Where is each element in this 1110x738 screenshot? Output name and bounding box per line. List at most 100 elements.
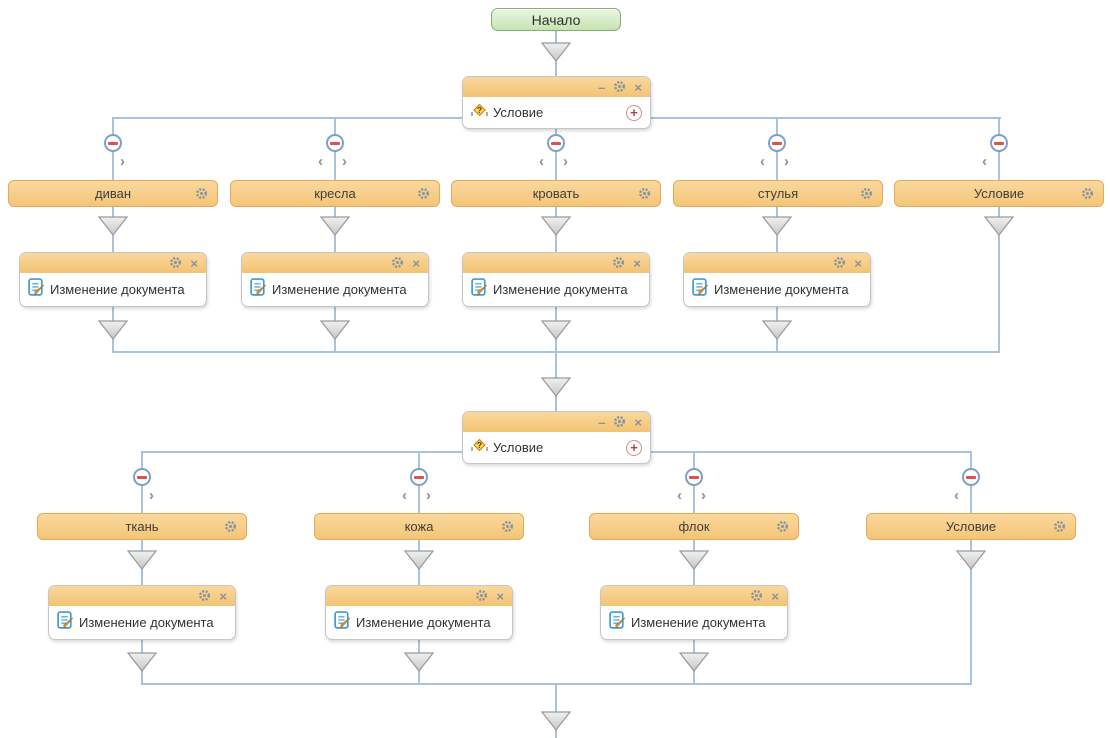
start-label: Начало [531, 11, 581, 28]
gear-icon[interactable] [1081, 187, 1094, 203]
gear-icon[interactable] [475, 589, 488, 604]
collapse-minus-icon[interactable] [768, 134, 786, 152]
condition-block-2-header: – × [463, 412, 650, 432]
arrow-down-connector [762, 216, 792, 236]
branch-label: флок [678, 519, 710, 534]
gear-icon[interactable] [417, 187, 430, 203]
branch-bar[interactable]: кресла [230, 180, 440, 207]
collapse-minus-icon[interactable] [685, 468, 703, 486]
chevron-left-icon[interactable]: ‹ [402, 487, 407, 504]
condition-block-1[interactable]: – × ? Условие + [462, 76, 651, 129]
chevron-left-icon[interactable]: ‹ [539, 153, 544, 170]
gear-icon[interactable] [776, 520, 789, 536]
collapse-minus-icon[interactable] [547, 134, 565, 152]
action-block-header: × [20, 253, 206, 273]
connector-line [112, 117, 462, 119]
gear-icon[interactable] [613, 80, 626, 95]
gear-icon[interactable] [833, 256, 846, 271]
close-icon[interactable]: × [854, 255, 862, 271]
chevron-right-icon[interactable]: › [784, 153, 789, 170]
condition-label: Условие [493, 105, 544, 120]
gear-icon[interactable] [501, 520, 514, 536]
action-block[interactable]: × Изменение документа [600, 585, 788, 640]
branch-bar[interactable]: Условие [866, 513, 1076, 540]
action-block[interactable]: × Изменение документа [325, 585, 513, 640]
connector-line [651, 117, 1001, 119]
minimize-icon[interactable]: – [598, 414, 606, 430]
gear-icon[interactable] [860, 187, 873, 203]
action-block[interactable]: × Изменение документа [19, 252, 207, 307]
branch-bar[interactable]: ткань [37, 513, 247, 540]
chevron-left-icon[interactable]: ‹ [982, 153, 987, 170]
chevron-right-icon[interactable]: › [701, 487, 706, 504]
close-icon[interactable]: × [633, 255, 641, 271]
close-icon[interactable]: × [496, 588, 504, 604]
document-edit-icon [609, 610, 626, 635]
action-block[interactable]: × Изменение документа [241, 252, 429, 307]
arrow-down-connector [541, 320, 571, 340]
action-label: Изменение документа [493, 282, 628, 297]
branch-label: диван [94, 186, 132, 201]
collapse-minus-icon[interactable] [990, 134, 1008, 152]
branch-label: ткань [125, 519, 159, 534]
document-edit-icon [334, 610, 351, 635]
condition-question-icon: ? [471, 102, 488, 123]
action-block-header: × [49, 586, 235, 606]
gear-icon[interactable] [750, 589, 763, 604]
gear-icon[interactable] [195, 187, 208, 203]
arrow-down-connector [679, 550, 709, 570]
gear-icon[interactable] [169, 256, 182, 271]
chevron-right-icon[interactable]: › [426, 487, 431, 504]
branch-bar[interactable]: флок [589, 513, 799, 540]
arrow-down-connector [541, 42, 571, 62]
gear-icon[interactable] [391, 256, 404, 271]
gear-icon[interactable] [638, 187, 651, 203]
gear-icon[interactable] [224, 520, 237, 536]
close-icon[interactable]: × [634, 414, 642, 430]
document-edit-icon [692, 277, 709, 302]
action-block[interactable]: × Изменение документа [462, 252, 650, 307]
condition-block-2[interactable]: – × ? Условие + [462, 411, 651, 464]
branch-label: кожа [404, 519, 434, 534]
close-icon[interactable]: × [190, 255, 198, 271]
branch-label: кровать [532, 186, 580, 201]
add-branch-button[interactable]: + [626, 439, 642, 456]
close-icon[interactable]: × [412, 255, 420, 271]
branch-bar[interactable]: диван [8, 180, 218, 207]
action-block[interactable]: × Изменение документа [48, 585, 236, 640]
branch-bar[interactable]: Условие [894, 180, 1104, 207]
collapse-minus-icon[interactable] [133, 468, 151, 486]
branch-bar[interactable]: кровать [451, 180, 661, 207]
connector-line [555, 683, 557, 738]
chevron-right-icon[interactable]: › [149, 487, 154, 504]
start-node[interactable]: Начало [491, 8, 621, 31]
minimize-icon[interactable]: – [598, 79, 606, 95]
branch-bar[interactable]: кожа [314, 513, 524, 540]
chevron-left-icon[interactable]: ‹ [954, 487, 959, 504]
collapse-minus-icon[interactable] [326, 134, 344, 152]
action-block[interactable]: × Изменение документа [683, 252, 871, 307]
collapse-minus-icon[interactable] [410, 468, 428, 486]
arrow-down-connector [320, 216, 350, 236]
connector-line [651, 451, 971, 453]
arrow-down-connector [541, 377, 571, 397]
chevron-right-icon[interactable]: › [120, 153, 125, 170]
gear-icon[interactable] [613, 415, 626, 430]
close-icon[interactable]: × [634, 79, 642, 95]
branch-bar[interactable]: стулья [673, 180, 883, 207]
close-icon[interactable]: × [219, 588, 227, 604]
branch-label: Условие [973, 186, 1025, 201]
gear-icon[interactable] [612, 256, 625, 271]
svg-text:?: ? [477, 440, 482, 450]
add-branch-button[interactable]: + [626, 104, 642, 121]
close-icon[interactable]: × [771, 588, 779, 604]
collapse-minus-icon[interactable] [104, 134, 122, 152]
chevron-right-icon[interactable]: › [563, 153, 568, 170]
chevron-right-icon[interactable]: › [342, 153, 347, 170]
chevron-left-icon[interactable]: ‹ [318, 153, 323, 170]
gear-icon[interactable] [198, 589, 211, 604]
gear-icon[interactable] [1053, 520, 1066, 536]
chevron-left-icon[interactable]: ‹ [760, 153, 765, 170]
chevron-left-icon[interactable]: ‹ [677, 487, 682, 504]
collapse-minus-icon[interactable] [962, 468, 980, 486]
